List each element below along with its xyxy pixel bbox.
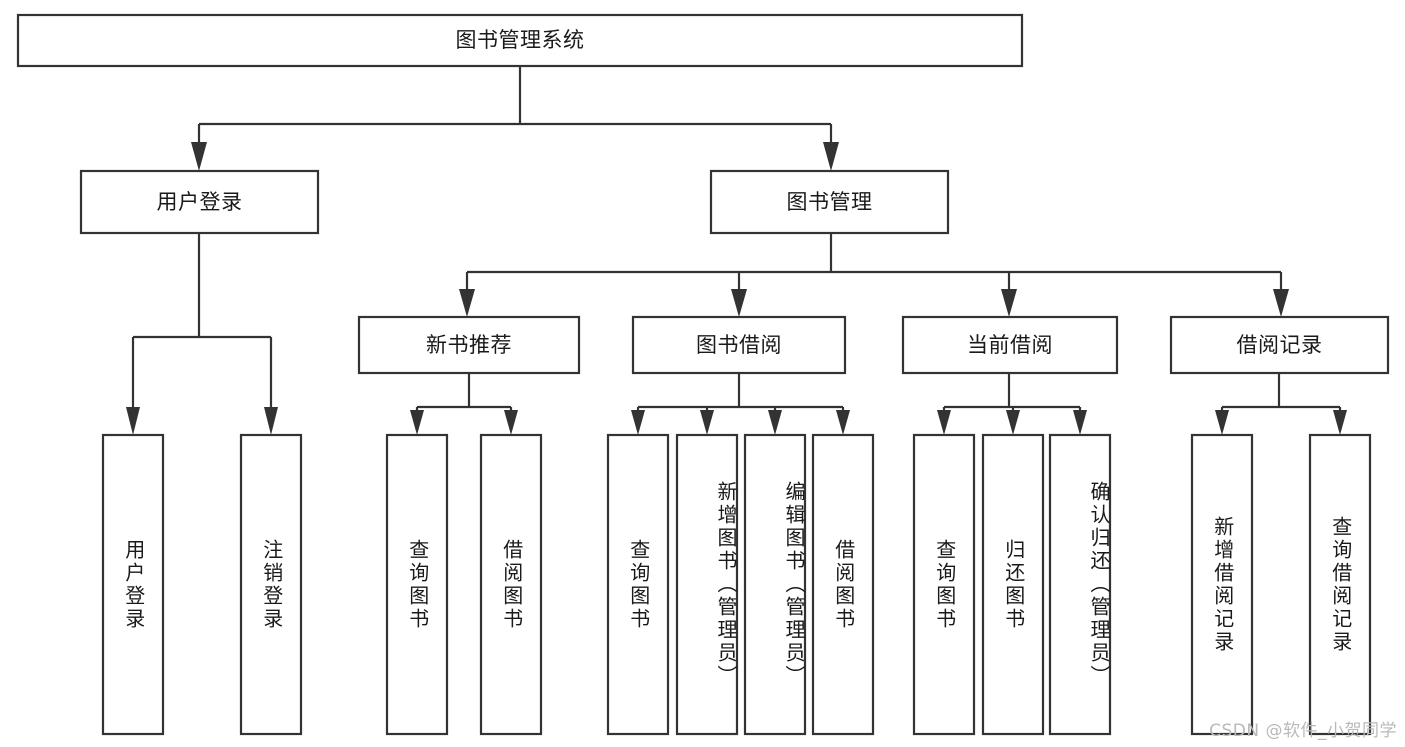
arrow-head-icon [1006,410,1020,435]
arrow-head-icon [459,289,475,317]
node-box-leaf-borrow-book-1[interactable] [479,433,543,736]
arrow-head-icon [1273,289,1289,317]
node-box-book-borrow[interactable] [631,315,847,375]
node-box-leaf-query-book-3[interactable] [912,433,976,736]
arrow-head-icon [1073,410,1087,435]
node-box-user-login[interactable] [79,169,320,235]
node-box-leaf-user-login[interactable] [101,433,165,736]
connector-borrowrecords-to-leaves [1215,373,1347,435]
node-box-leaf-edit-book[interactable] [743,433,807,736]
arrow-head-icon [410,410,424,435]
arrow-head-icon [937,410,951,435]
node-box-new-book-recommend[interactable] [357,315,581,375]
node-box-current-borrow[interactable] [901,315,1119,375]
arrow-head-icon [1001,289,1017,317]
arrow-head-icon [191,142,207,171]
node-box-book-manage[interactable] [709,169,950,235]
node-box-leaf-add-record[interactable] [1190,433,1254,736]
arrow-head-icon [264,407,278,435]
arrow-head-icon [836,410,850,435]
arrow-head-icon [700,410,714,435]
node-box-leaf-logout[interactable] [239,433,303,736]
connector-userlogin-to-leaves [126,233,278,435]
node-box-leaf-add-book[interactable] [675,433,739,736]
node-box-leaf-query-book-2[interactable] [606,433,670,736]
arrow-head-icon [731,289,747,317]
node-box-borrow-records[interactable] [1169,315,1390,375]
node-box-leaf-return-book[interactable] [981,433,1045,736]
arrow-head-icon [768,410,782,435]
connector-bookmanage-to-level3 [459,233,1289,317]
node-box-leaf-query-book-1[interactable] [385,433,449,736]
node-box-leaf-borrow-book-2[interactable] [811,433,875,736]
arrow-head-icon [823,142,839,171]
node-box-leaf-query-record[interactable] [1308,433,1372,736]
connector-bookborrow-to-leaves [631,373,850,435]
connector-currentborrow-to-leaves [937,373,1087,435]
arrow-head-icon [631,410,645,435]
arrow-head-icon [126,407,140,435]
node-box-leaf-confirm-return[interactable] [1048,433,1112,736]
arrow-head-icon [504,410,518,435]
connector-root-to-level2 [191,66,839,171]
arrow-head-icon [1333,410,1347,435]
connector-newbook-to-leaves [410,373,518,435]
node-box-root[interactable] [16,13,1024,68]
arrow-head-icon [1215,410,1229,435]
